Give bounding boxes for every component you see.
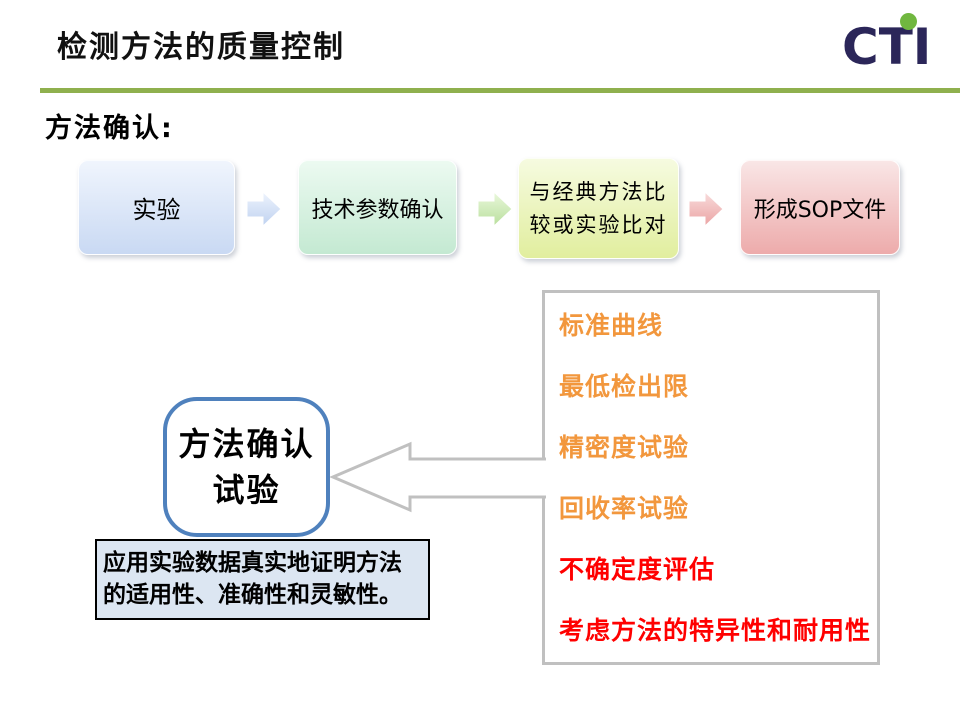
note-box: 应用实验数据真实地证明方法 的适用性、准确性和灵敏性。 — [95, 539, 430, 620]
page-title: 检测方法的质量控制 — [57, 30, 345, 65]
flow-step-experiment: 实验 — [78, 160, 235, 255]
flow-step-compare-classic: 与经典方法比 较或实验比对 — [518, 158, 679, 259]
checklist-item: 精密度试验 — [559, 433, 690, 462]
note-line1: 应用实验数据真实地证明方法 — [103, 550, 402, 577]
flow-step-label: 与经典方法比 较或实验比对 — [530, 176, 668, 241]
section-label: 方法确认: — [45, 113, 174, 144]
method-confirm-test-box: 方法确认 试验 — [163, 397, 330, 537]
flow-arrow-icon — [246, 190, 282, 228]
flow-step-line2: 较或实验比对 — [529, 212, 668, 237]
flow-step-line1: 与经典方法比 — [529, 179, 668, 204]
header-divider — [40, 88, 960, 93]
flow-step-tech-params: 技术参数确认 — [298, 160, 457, 255]
checklist-item: 回收率试验 — [559, 494, 690, 523]
confirm-box-line1: 方法确认 — [178, 424, 315, 463]
flow-arrow-icon — [688, 190, 724, 228]
checklist: 标准曲线最低检出限精密度试验回收率试验不确定度评估考虑方法的特异性和耐用性 — [542, 290, 880, 665]
confirm-box-line2: 试验 — [212, 471, 281, 509]
cti-logo-text: CTI — [842, 18, 932, 76]
checklist-item: 考虑方法的特异性和耐用性 — [559, 616, 872, 645]
checklist-item: 标准曲线 — [559, 311, 664, 340]
flow-step-label: 技术参数确认 — [311, 197, 444, 223]
cti-logo: CTI — [838, 8, 938, 78]
flow-step-label: 实验 — [132, 196, 181, 224]
checklist-item: 最低检出限 — [559, 372, 690, 401]
checklist-item: 不确定度评估 — [559, 555, 716, 584]
flow-step-label: 形成SOP文件 — [753, 197, 887, 223]
cti-logo-dot-icon — [900, 13, 917, 30]
flow-step-sop-document: 形成SOP文件 — [740, 160, 900, 255]
left-arrow-icon — [330, 441, 546, 513]
note-line2: 的适用性、准确性和灵敏性。 — [103, 581, 402, 608]
flow-arrow-icon — [477, 190, 513, 228]
